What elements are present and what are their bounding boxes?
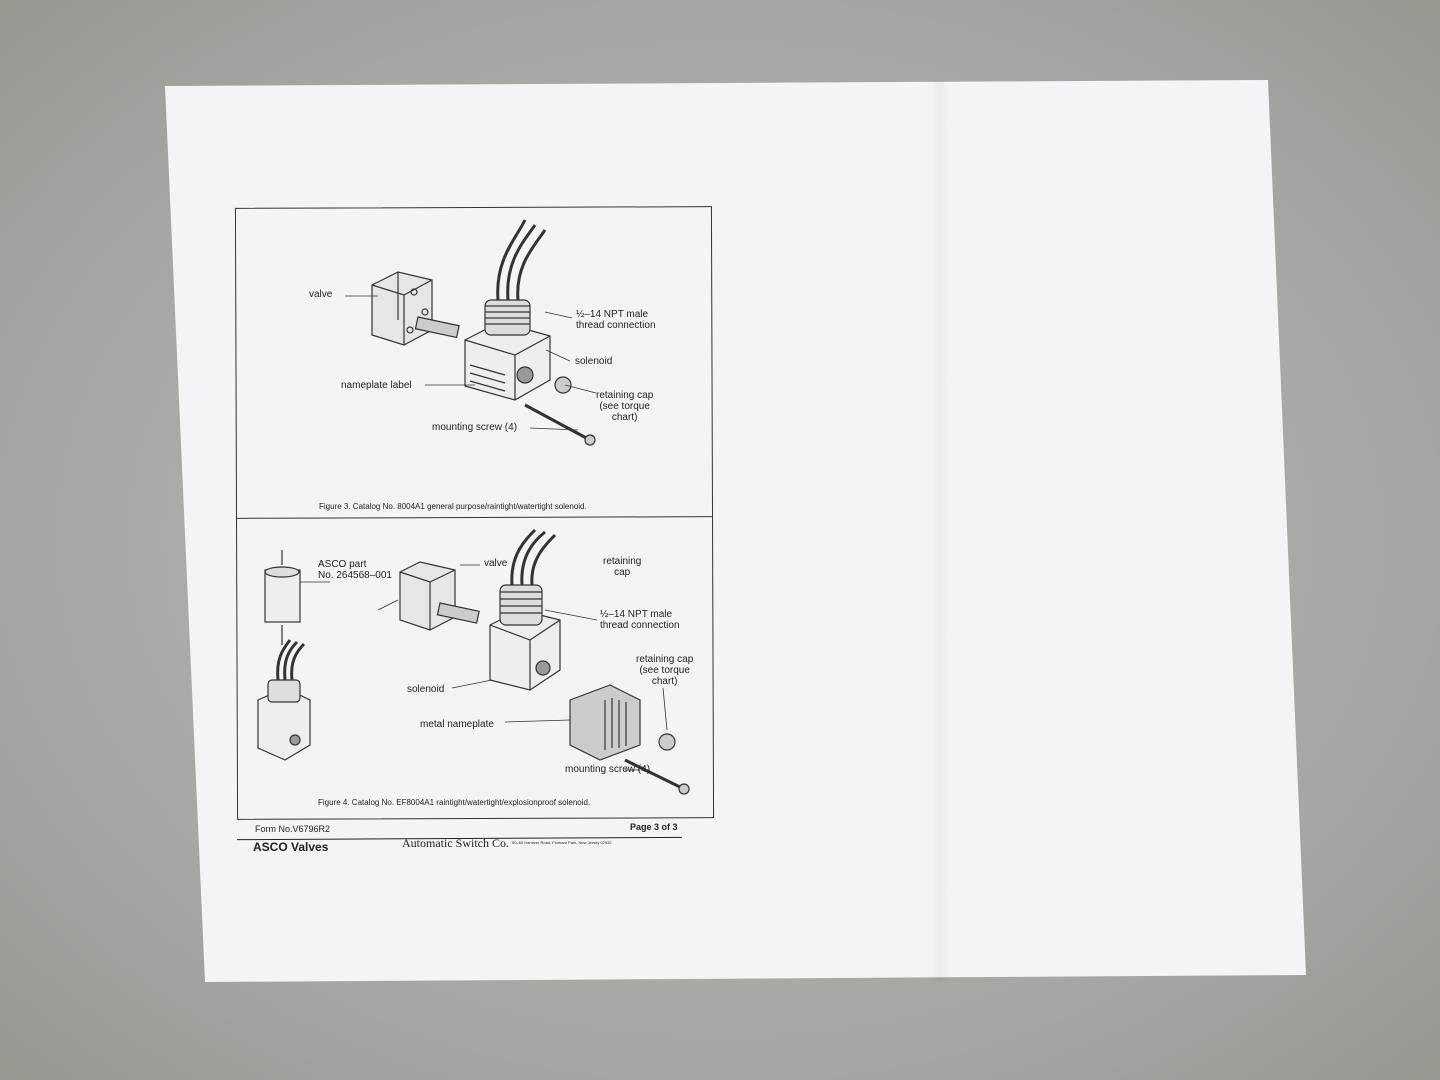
label-valve: valve <box>484 558 508 569</box>
label-retaining-cap-top: retaining cap <box>603 556 642 578</box>
label-valve: valve <box>309 289 333 300</box>
paper-fold <box>930 80 950 980</box>
label-mounting-screw: mounting screw (4) <box>565 764 651 775</box>
label-solenoid: solenoid <box>407 684 445 695</box>
label-retaining-cap: retaining cap (see torque chart) <box>636 654 694 687</box>
company-name: Automatic Switch Co. <box>402 836 509 850</box>
label-asco-part: ASCO part No. 264568–001 <box>318 559 392 581</box>
figure3-drawing <box>371 219 596 446</box>
company-address: 50–60 Hanover Road, Florham Park, New Je… <box>512 840 612 845</box>
label-nameplate: nameplate label <box>341 380 412 391</box>
figure4-drawing <box>257 528 690 795</box>
label-metal-nameplate: metal nameplate <box>420 719 494 730</box>
leader-lines <box>300 295 668 771</box>
form-number: Form No.V6796R2 <box>255 824 331 834</box>
figure4-caption: Figure 4. Catalog No. EF8004A1 raintight… <box>318 798 591 807</box>
page-number: Page 3 of 3 <box>630 822 678 832</box>
label-thread-connection: ½–14 NPT male thread connection <box>600 609 680 631</box>
label-solenoid: solenoid <box>575 356 613 367</box>
label-mounting-screw: mounting screw (4) <box>432 422 518 433</box>
label-retaining-cap: retaining cap (see torque chart) <box>596 390 654 423</box>
brand-name: ASCO Valves <box>253 840 329 854</box>
figure3-caption: Figure 3. Catalog No. 8004A1 general pur… <box>319 502 587 511</box>
label-thread-connection: ½–14 NPT male thread connection <box>576 309 656 331</box>
